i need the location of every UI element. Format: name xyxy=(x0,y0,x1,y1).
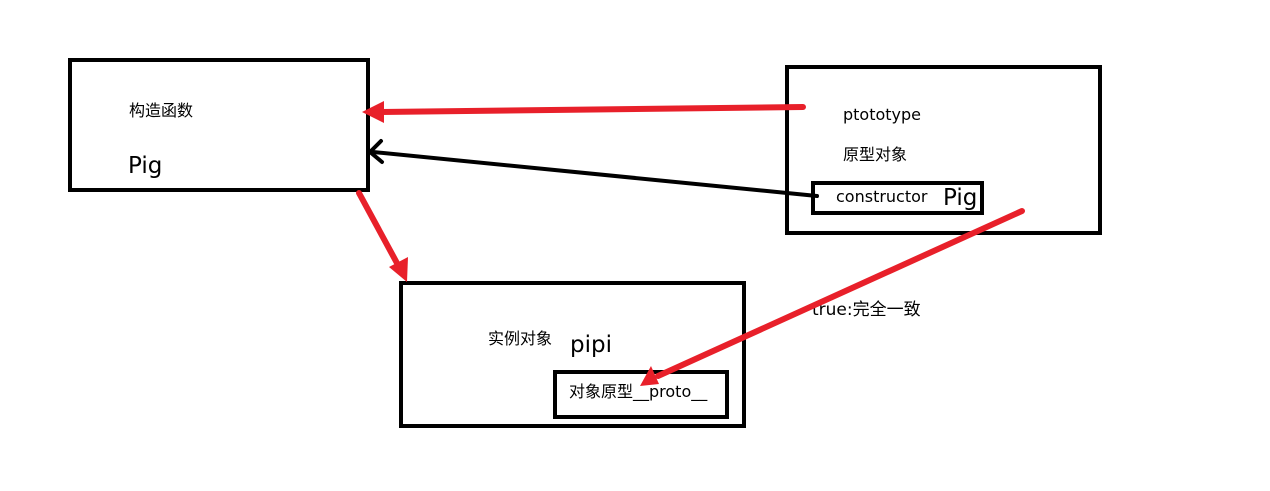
arrow-constructor-property-to-constructor xyxy=(368,139,819,198)
arrow-constructor-to-instance xyxy=(356,190,408,282)
constructor-property-value: Pig xyxy=(943,185,978,211)
constructor-box xyxy=(68,58,370,192)
proto-property-label: 对象原型__proto__ xyxy=(569,382,708,401)
constructor-box-title: 构造函数 xyxy=(129,101,194,120)
instance-box-title: 实例对象 xyxy=(488,329,553,348)
instance-box-name: pipi xyxy=(570,332,612,358)
constructor-box-name: Pig xyxy=(128,153,163,179)
arrow-prototype-to-constructor xyxy=(362,101,806,123)
constructor-property-label: constructor xyxy=(836,187,928,206)
annotation-label: true:完全一致 xyxy=(812,300,921,320)
prototype-box-subtitle: 原型对象 xyxy=(843,145,908,164)
prototype-box-title: ptototype xyxy=(843,105,922,124)
